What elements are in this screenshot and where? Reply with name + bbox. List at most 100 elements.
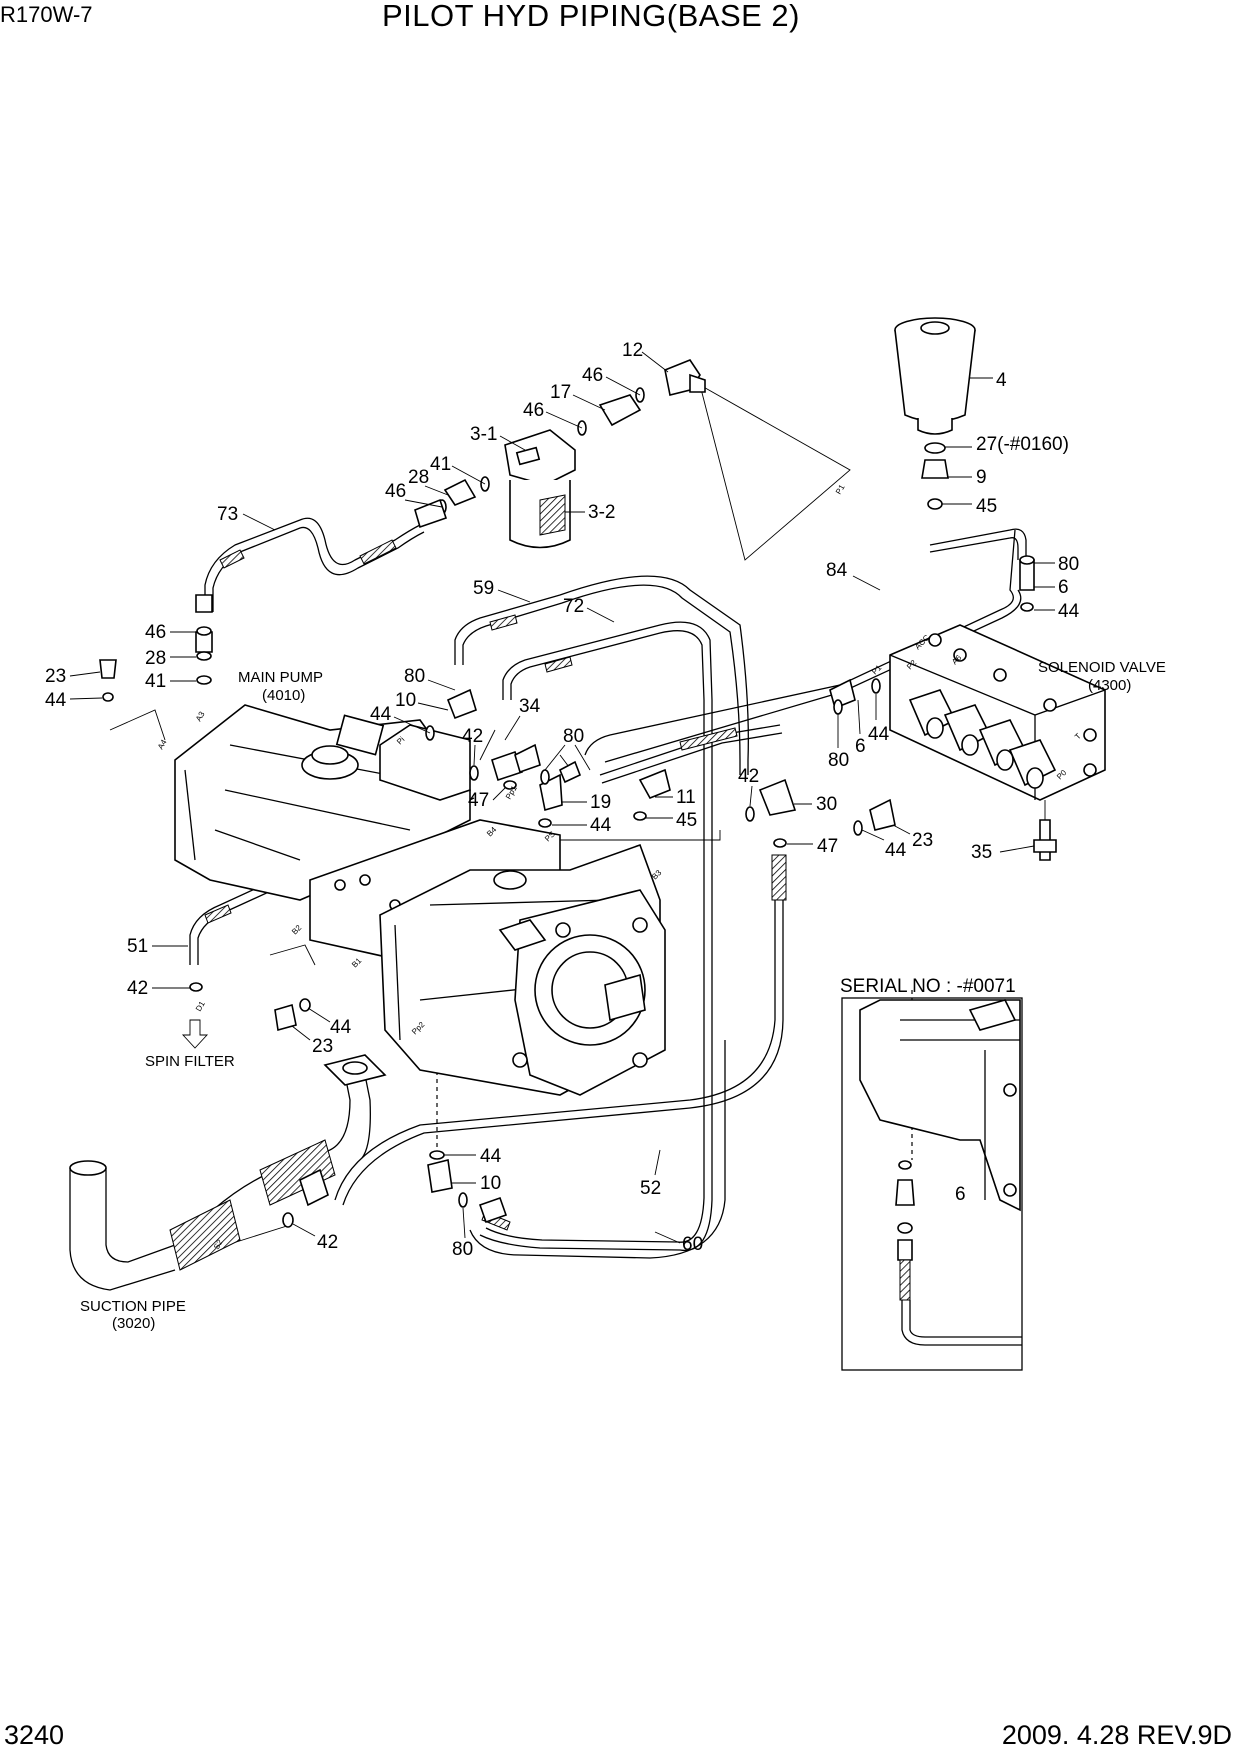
main-pump <box>174 704 666 1096</box>
page-title: PILOT HYD PIPING(BASE 2) <box>382 0 800 33</box>
port-d1: D1 <box>194 999 207 1013</box>
label-spin-filter: SPIN FILTER <box>145 1053 235 1070</box>
callout: 44 <box>45 690 67 711</box>
callout: 9 <box>976 467 987 488</box>
port-pi: Pi <box>395 735 407 747</box>
callout: 23 <box>312 1036 333 1057</box>
hose-52-ferrule <box>771 854 787 901</box>
callout: 19 <box>590 792 611 813</box>
model-number: R170W-7 <box>0 2 93 27</box>
port-a4: A4 <box>156 738 169 751</box>
callout: 3-1 <box>470 424 497 445</box>
hose-solenoid-ferrule <box>679 727 738 751</box>
callout: 42 <box>127 978 148 999</box>
callout: 80 <box>563 726 584 747</box>
hose-73-ferrule-end <box>219 549 245 569</box>
callout: 44 <box>370 704 392 725</box>
callout: 45 <box>976 496 997 517</box>
callout: 60 <box>682 1234 703 1255</box>
callout: 17 <box>550 382 571 403</box>
label-suction-pipe-ref: (3020) <box>112 1315 155 1332</box>
callout: 46 <box>582 365 603 386</box>
inset-frame <box>841 997 1023 1371</box>
suction-pipe <box>69 1054 387 1291</box>
callout: 35 <box>971 842 992 863</box>
inset-title: SERIAL NO : -#0071 <box>840 976 1016 997</box>
callout: 10 <box>395 690 416 711</box>
label-main-pump: MAIN PUMP <box>238 669 323 686</box>
revision-date: 2009. 4.28 REV.9D <box>1001 1720 1232 1750</box>
callout: 44 <box>868 724 890 745</box>
suction-hose-sleeve <box>169 1199 241 1271</box>
label-main-pump-ref: (4010) <box>262 687 305 704</box>
hose-59-ferrule <box>489 614 518 631</box>
callout: 6 <box>1058 577 1069 598</box>
suction-hose-sleeve-b <box>259 1139 336 1206</box>
callout: 72 <box>563 596 584 617</box>
callout: 4 <box>996 370 1007 391</box>
callout: 23 <box>912 830 933 851</box>
callout: 41 <box>145 671 166 692</box>
component-labels: MAIN PUMP (4010) SOLENOID VALVE (4300) S… <box>80 659 1166 1332</box>
label-suction-pipe: SUCTION PIPE <box>80 1298 186 1315</box>
callout: 45 <box>676 810 697 831</box>
port-b2: B2 <box>290 923 304 937</box>
hose-51-ferrule <box>204 904 232 924</box>
callout: 47 <box>817 836 838 857</box>
callout: 10 <box>480 1173 501 1194</box>
callout: 46 <box>145 622 166 643</box>
callout: 11 <box>676 787 696 808</box>
spin-filter-arrow <box>181 1019 209 1049</box>
inset-hose-ferrule <box>899 1259 911 1301</box>
callout: 42 <box>317 1232 338 1253</box>
callout: 80 <box>828 750 849 771</box>
label-solenoid-valve: SOLENOID VALVE <box>1038 659 1166 676</box>
callout: 51 <box>127 936 148 957</box>
callout: 41 <box>430 454 451 475</box>
port-a3: A3 <box>194 710 207 723</box>
solenoid-valve <box>889 624 1106 861</box>
o-rings <box>189 498 1035 1228</box>
callout: 47 <box>468 790 489 811</box>
accumulator <box>894 317 976 509</box>
port-s2: S2 <box>212 1238 225 1251</box>
callout: 23 <box>45 666 66 687</box>
callout: 44 <box>330 1017 352 1038</box>
port-t: T <box>1073 732 1083 742</box>
callout: 27(-#0160) <box>976 434 1069 455</box>
callout: 80 <box>1058 554 1079 575</box>
callout: 12 <box>622 340 643 361</box>
callout: 28 <box>408 467 429 488</box>
callout: 42 <box>462 726 483 747</box>
filter-element-hatch <box>539 494 566 536</box>
port-p1: P1 <box>834 483 847 496</box>
label-solenoid-valve-ref: (4300) <box>1088 677 1131 694</box>
callout: 59 <box>473 578 494 599</box>
callout: 46 <box>523 400 544 421</box>
callout: 6 <box>855 736 866 757</box>
inset-callout-6: 6 <box>955 1184 966 1205</box>
callout: 34 <box>519 696 541 717</box>
callout: 52 <box>640 1178 661 1199</box>
line-filter <box>504 429 576 549</box>
callout: 44 <box>885 840 907 861</box>
callout: 44 <box>590 815 612 836</box>
callout: 44 <box>480 1146 502 1167</box>
callout: 80 <box>452 1239 473 1260</box>
callout: 42 <box>738 766 759 787</box>
page-number: 3240 <box>4 1720 65 1750</box>
hose-72-ferrule <box>544 656 573 673</box>
callout: 80 <box>404 666 425 687</box>
callout: 84 <box>826 560 848 581</box>
callout: 28 <box>145 648 166 669</box>
callout: 3-2 <box>588 502 615 523</box>
callout: 73 <box>217 504 238 525</box>
callout: 30 <box>816 794 837 815</box>
serial-inset: SERIAL NO : -#0071 6 <box>840 976 1023 1371</box>
callout: 46 <box>385 481 406 502</box>
small-fittings <box>99 559 1035 1224</box>
port-b1: B1 <box>350 956 364 970</box>
hose-73-ferrule <box>359 539 397 565</box>
callout-numbers: 12 46 17 46 4 3-1 41 28 46 3-2 27(-#0160… <box>45 340 1080 1260</box>
